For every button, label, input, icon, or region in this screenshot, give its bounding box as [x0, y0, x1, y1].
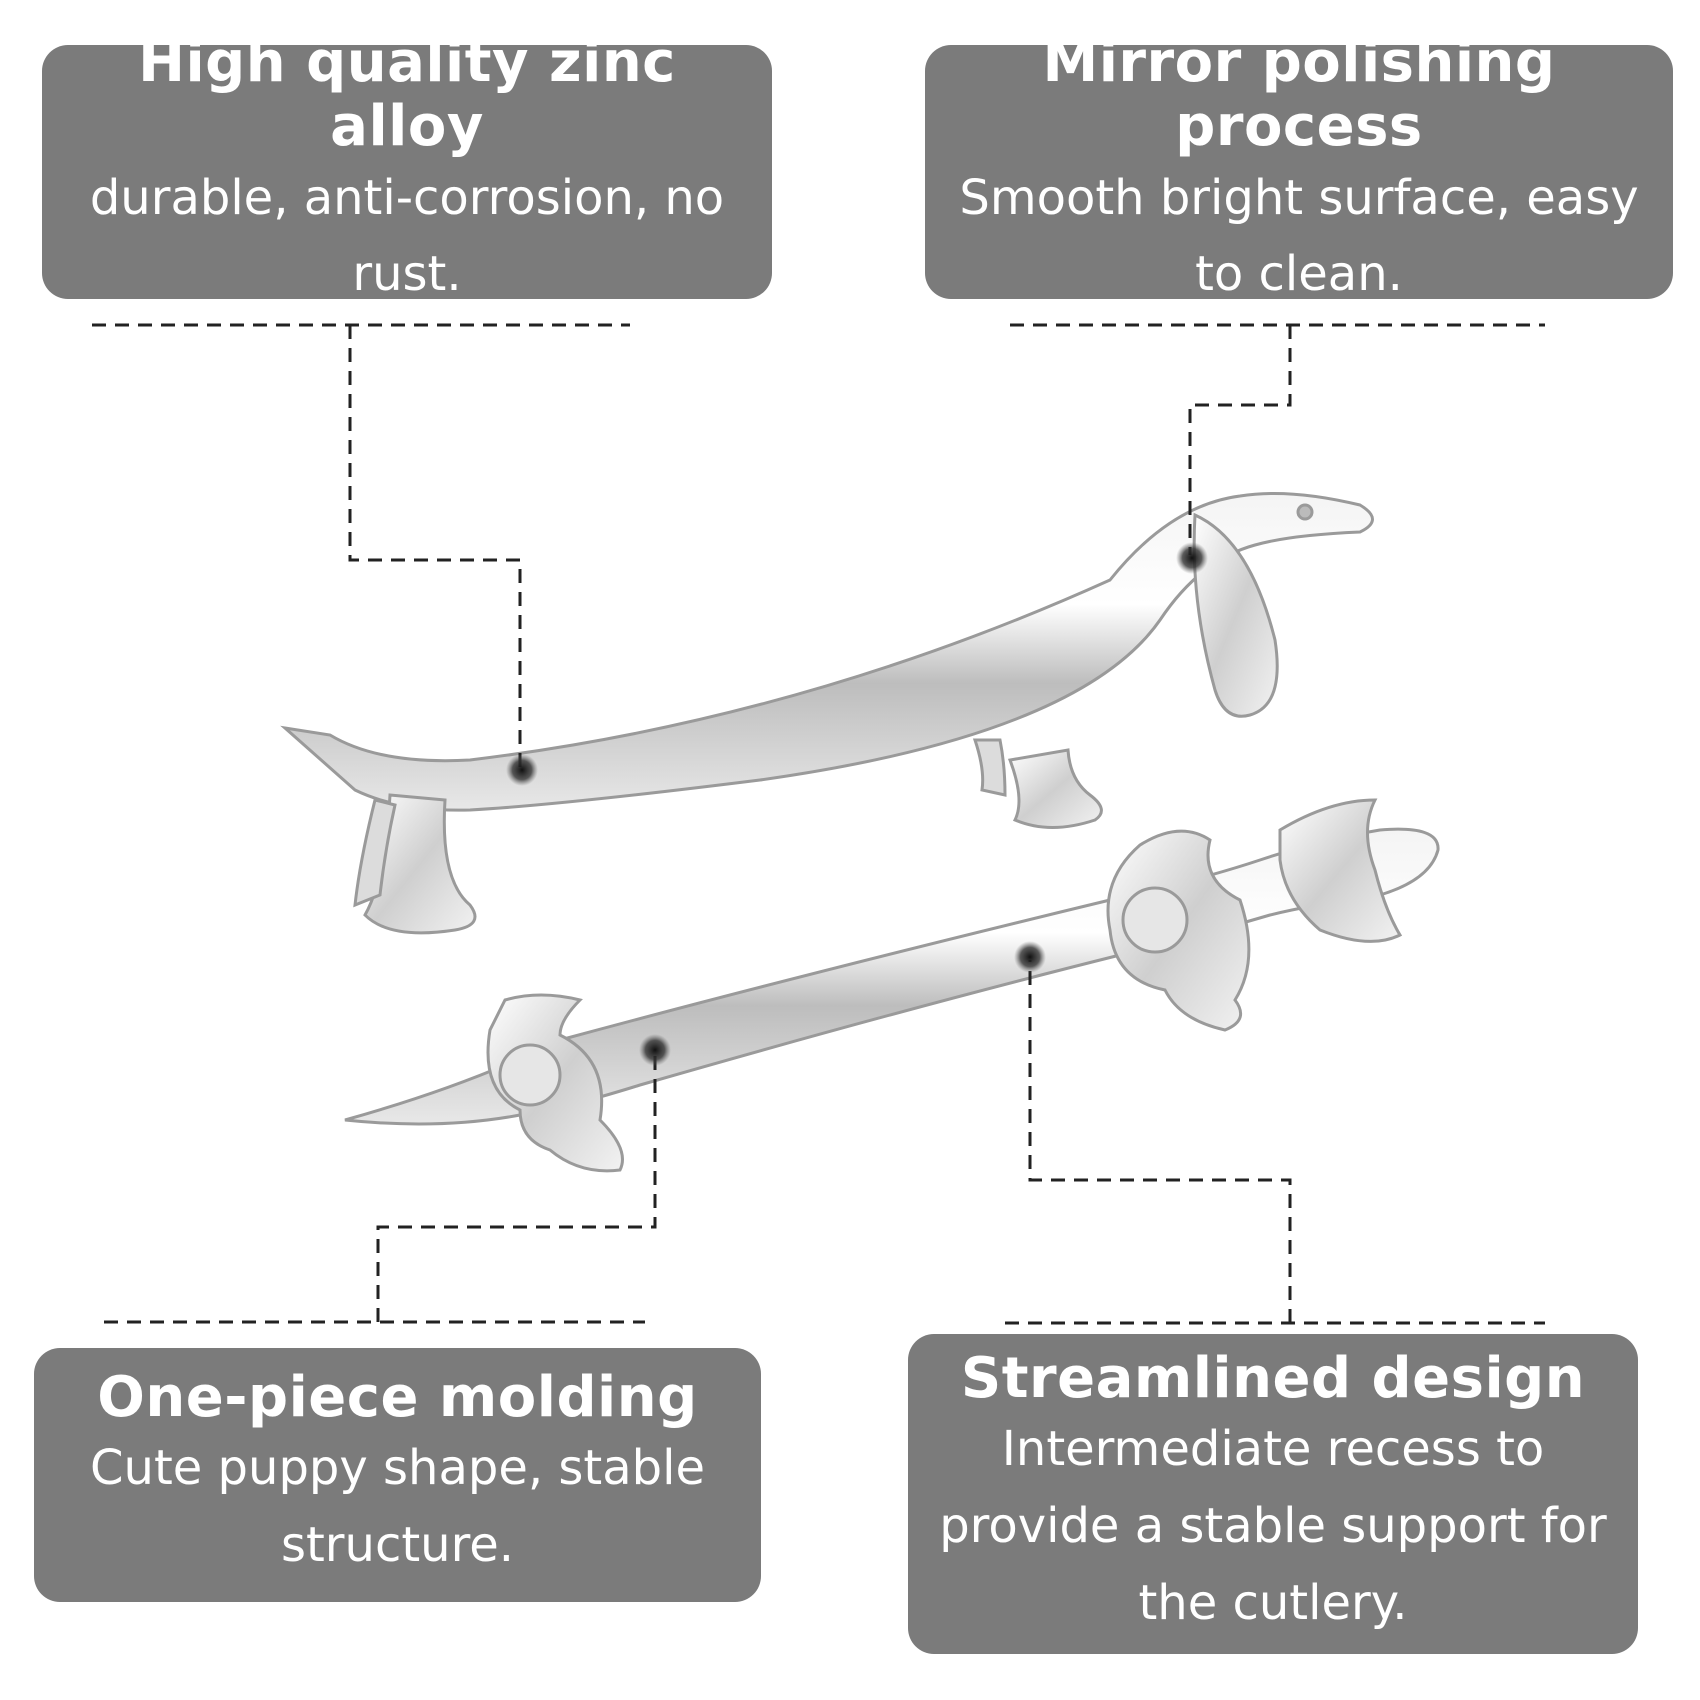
- leader-bottom-right: [1005, 960, 1545, 1325]
- focus-dot-top-mid-right: [1014, 941, 1046, 973]
- callout-title: Mirror polishing process: [1042, 29, 1556, 160]
- callout-streamlined-design: Streamlined design Intermediate recess t…: [908, 1334, 1638, 1654]
- callout-title: Streamlined design: [960, 1345, 1586, 1411]
- focus-dot-top-mid-left: [639, 1034, 671, 1066]
- focus-dot-body: [506, 754, 538, 786]
- leader-bottom-left: [104, 1050, 657, 1324]
- callout-description: Cute puppy shape, stable structure.: [90, 1440, 705, 1574]
- leader-top-left: [92, 323, 630, 770]
- callout-title: One-piece molding: [97, 1365, 698, 1430]
- dachshund-rest-top-view: [344, 798, 1440, 1173]
- callout-mirror-polishing: Mirror polishing process Smooth bright s…: [925, 30, 1673, 302]
- focus-dot-head: [1176, 542, 1208, 574]
- focus-dots: [506, 542, 1208, 1066]
- callout-zinc-alloy: High quality zinc alloy durable, anti-co…: [42, 30, 772, 302]
- leader-top-right: [1010, 323, 1545, 555]
- leader-lines: [92, 323, 1545, 1325]
- callout-description: durable, anti-corrosion, no rust.: [89, 169, 725, 303]
- callout-one-piece-molding: One-piece molding Cute puppy shape, stab…: [34, 1348, 761, 1602]
- callout-description: Intermediate recess to provide a stable …: [939, 1421, 1607, 1631]
- callout-title: High quality zinc alloy: [138, 29, 676, 160]
- dachshund-rest-side-view: [280, 491, 1374, 935]
- callout-description: Smooth bright surface, easy to clean.: [959, 169, 1639, 303]
